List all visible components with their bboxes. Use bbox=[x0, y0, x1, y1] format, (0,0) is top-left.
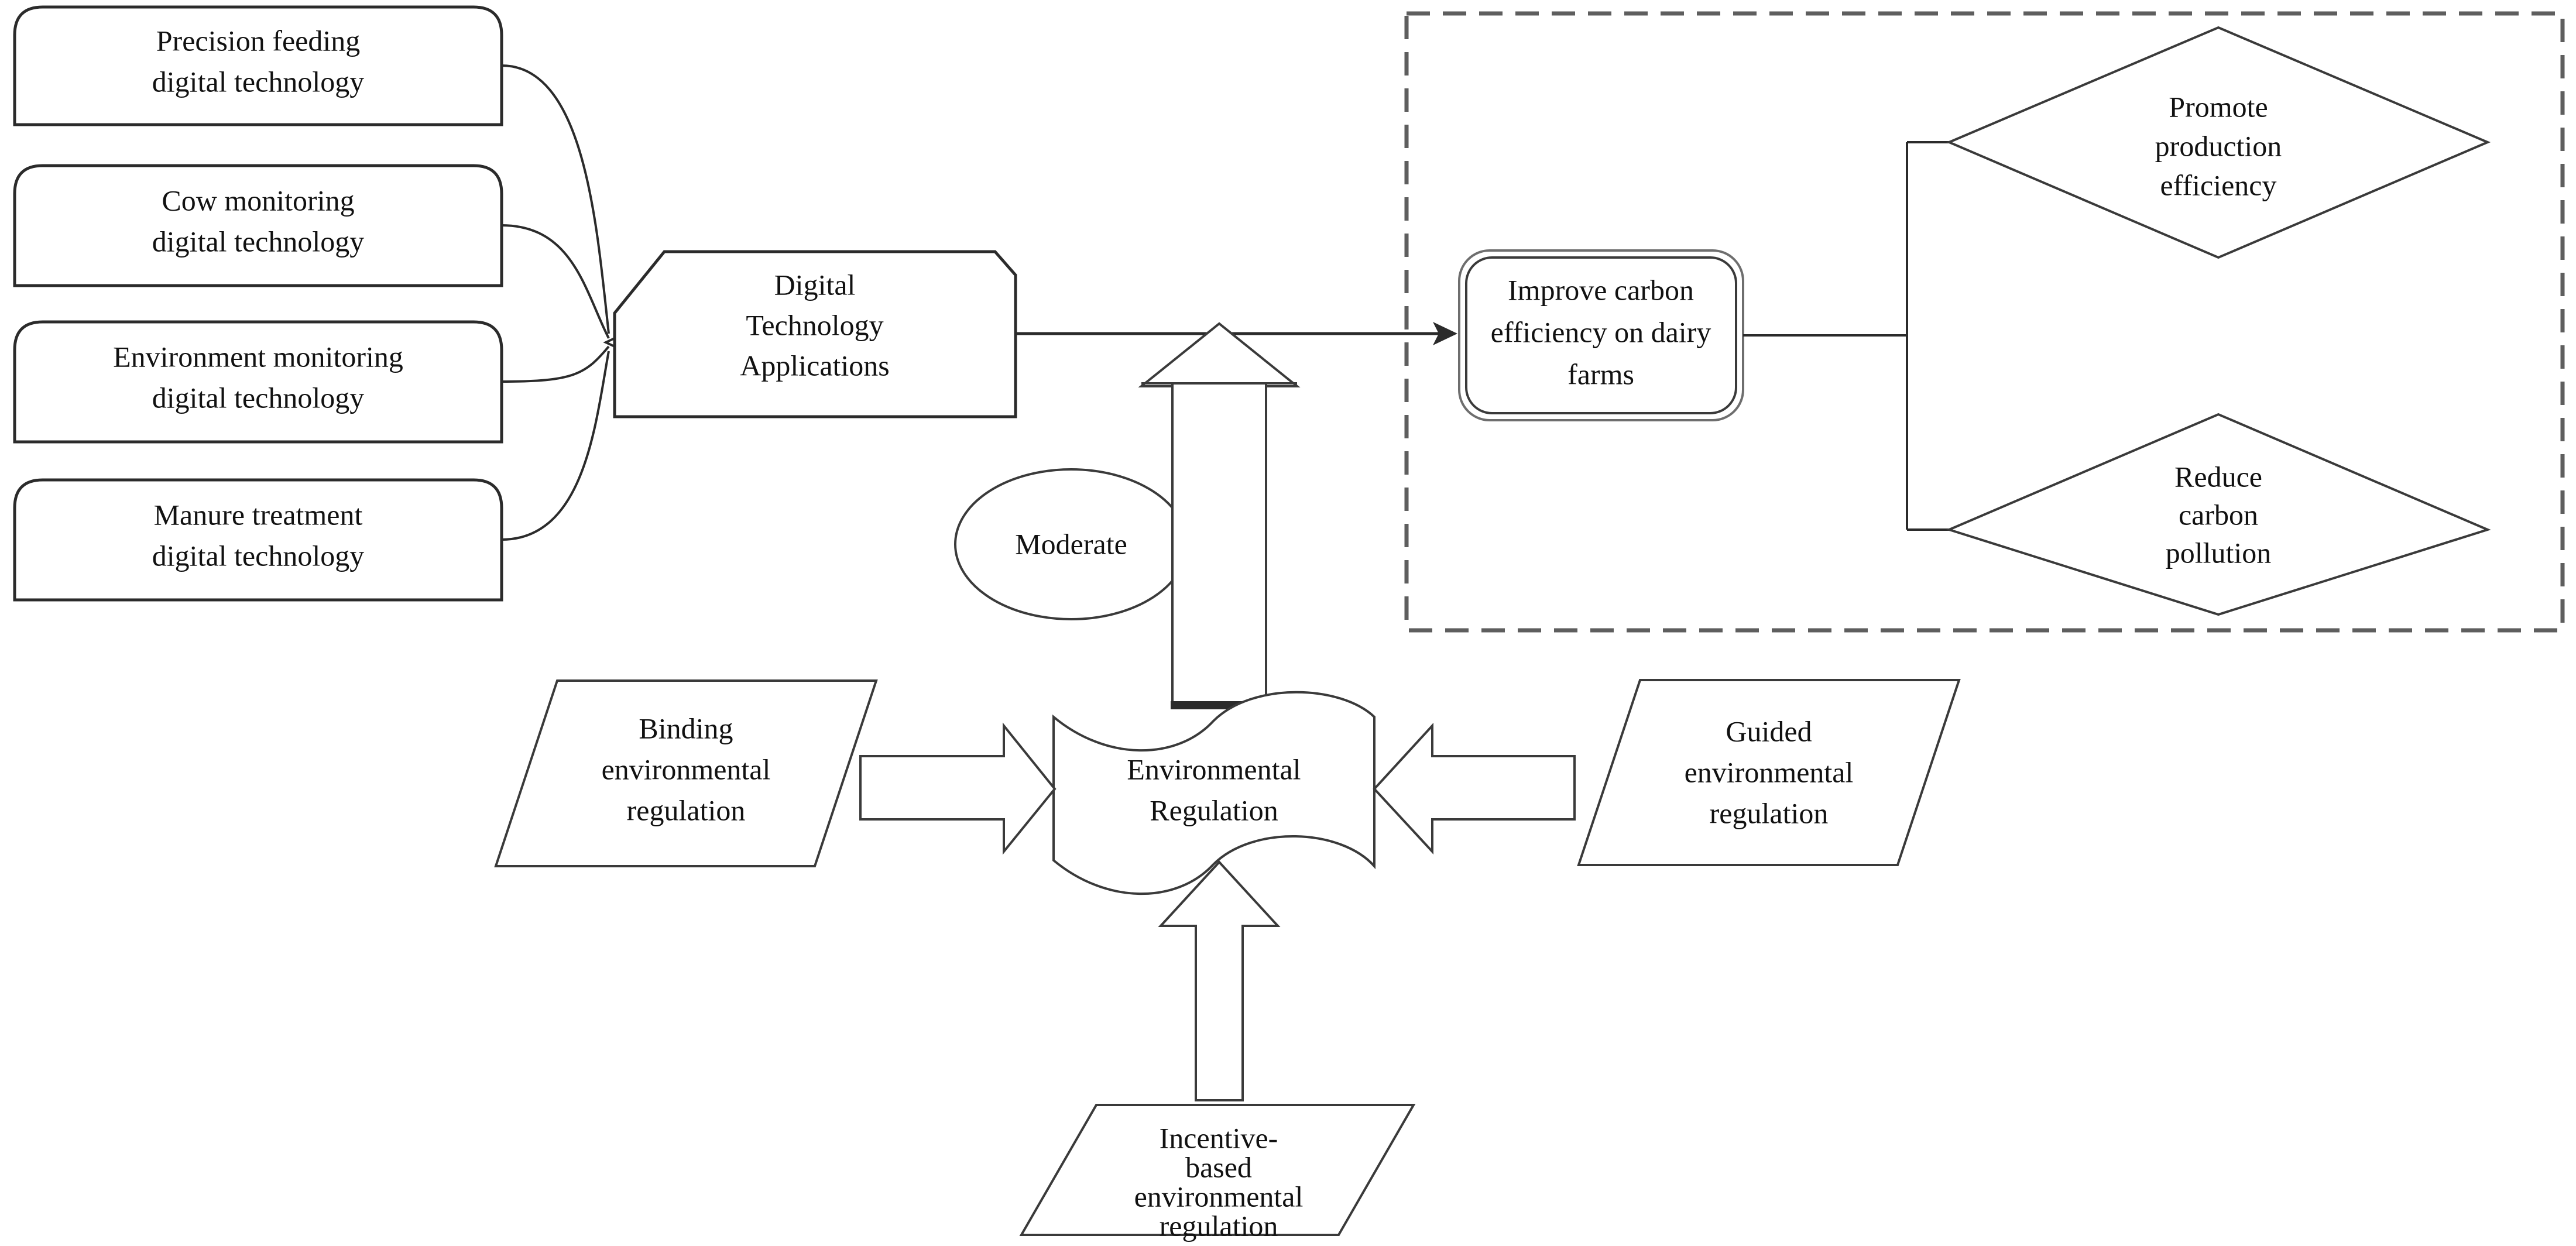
outcome-improve-carbon-efficiency[interactable]: Improve carbon efficiency on dairy farms bbox=[1458, 249, 1744, 421]
connector-guided-to-regulation bbox=[1373, 722, 1576, 855]
input-box-environment-monitoring[interactable]: Environment monitoring digital technolog… bbox=[13, 320, 503, 444]
result-reduce-carbon-pollution[interactable]: Reduce carbon pollution bbox=[1946, 413, 2491, 616]
outcome-label-line2: efficiency on dairy bbox=[1491, 315, 1711, 348]
source-binding-environmental-regulation[interactable]: Binding environmental regulation bbox=[494, 679, 878, 867]
result-label-reduce-line2: carbon bbox=[2179, 498, 2258, 531]
input-label-manure-treatment-line2: digital technology bbox=[152, 539, 364, 572]
outcome-label-line3: farms bbox=[1567, 358, 1634, 390]
guided-label-line3: regulation bbox=[1710, 797, 1829, 829]
connector-incentive-to-regulation bbox=[1158, 860, 1281, 1101]
input-box-precision-feeding[interactable]: Precision feeding digital technology bbox=[13, 5, 503, 126]
regulation-label-line2: Regulation bbox=[1150, 794, 1278, 826]
connector-outcome-to-results bbox=[1743, 141, 1949, 531]
hub-label-line2: Technology bbox=[746, 308, 883, 341]
incentive-label-line2: based bbox=[1185, 1151, 1252, 1183]
incentive-label-line3: environmental bbox=[1134, 1180, 1304, 1213]
binding-label-line3: regulation bbox=[627, 794, 746, 826]
results-dashed-boundary bbox=[1404, 11, 2565, 633]
moderator-label: Moderate bbox=[1015, 527, 1127, 560]
input-label-manure-treatment-line1: Manure treatment bbox=[154, 498, 363, 531]
source-guided-environmental-regulation[interactable]: Guided environmental regulation bbox=[1577, 679, 1961, 866]
result-label-promote-line2: production bbox=[2155, 129, 2282, 162]
input-label-cow-monitoring-line2: digital technology bbox=[152, 225, 364, 258]
result-label-promote-line3: efficiency bbox=[2160, 169, 2277, 201]
result-label-reduce-line1: Reduce bbox=[2174, 460, 2262, 493]
input-label-precision-feeding-line1: Precision feeding bbox=[156, 24, 361, 57]
source-incentive-based-environmental-regulation[interactable]: Incentive- based environmental regulatio… bbox=[1019, 1104, 1416, 1242]
connector-inputs-to-hub bbox=[501, 64, 616, 541]
node-environmental-regulation[interactable]: Environmental Regulation bbox=[1052, 691, 1376, 895]
hub-digital-technology-applications[interactable]: Digital Technology Applications bbox=[613, 250, 1017, 418]
incentive-label-line4: regulation bbox=[1160, 1209, 1278, 1242]
incentive-label-line1: Incentive- bbox=[1160, 1121, 1278, 1154]
result-label-reduce-line3: pollution bbox=[2166, 536, 2272, 569]
outcome-label-line1: Improve carbon bbox=[1508, 273, 1694, 306]
result-label-promote-line1: Promote bbox=[2169, 90, 2268, 123]
arrowhead-hub-to-outcome bbox=[1433, 322, 1457, 345]
guided-label-line2: environmental bbox=[1685, 756, 1854, 788]
input-box-cow-monitoring[interactable]: Cow monitoring digital technology bbox=[13, 164, 503, 287]
moderator-moderate[interactable]: Moderate bbox=[954, 468, 1188, 620]
connector-binding-to-regulation bbox=[859, 722, 1057, 855]
input-label-precision-feeding-line2: digital technology bbox=[152, 65, 364, 98]
connector-regulation-to-hub-link bbox=[1138, 322, 1301, 709]
hub-label-line3: Applications bbox=[740, 349, 890, 382]
result-promote-production-efficiency[interactable]: Promote production efficiency bbox=[1946, 26, 2491, 259]
binding-label-line2: environmental bbox=[602, 753, 771, 785]
input-label-environment-monitoring-line2: digital technology bbox=[152, 381, 364, 414]
binding-label-line1: Binding bbox=[639, 712, 733, 744]
regulation-label-line1: Environmental bbox=[1127, 753, 1301, 785]
input-label-cow-monitoring-line1: Cow monitoring bbox=[162, 184, 354, 217]
guided-label-line1: Guided bbox=[1726, 715, 1812, 747]
input-label-environment-monitoring-line1: Environment monitoring bbox=[113, 340, 403, 373]
input-box-manure-treatment[interactable]: Manure treatment digital technology bbox=[13, 478, 503, 602]
hub-label-line1: Digital bbox=[774, 268, 856, 301]
